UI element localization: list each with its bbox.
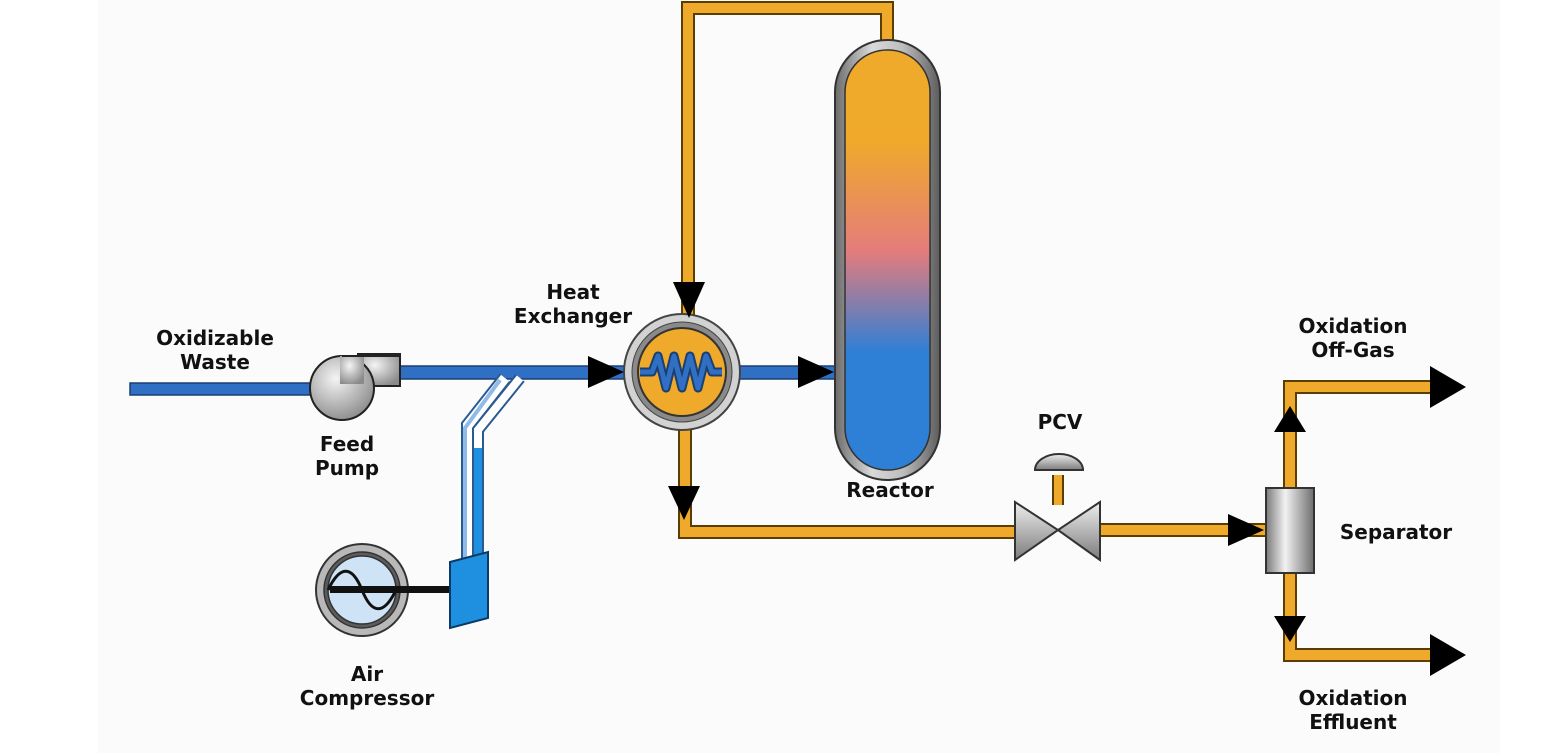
hot-line: [678, 1, 1430, 662]
flow-arrow-icon: [1274, 406, 1306, 432]
label-oxidizable-waste: Oxidizable Waste: [156, 326, 274, 374]
label-reactor: Reactor: [846, 478, 934, 502]
air-compressor: [315, 543, 489, 637]
label-air-compressor: Air Compressor: [299, 662, 435, 710]
flow-arrow-icon: [798, 356, 834, 388]
air-line: [461, 373, 525, 565]
flow-arrow-icon: [1228, 514, 1264, 546]
flow-arrow-icon: [668, 486, 700, 520]
flow-arrow-icon: [673, 282, 705, 318]
flow-arrows: [588, 282, 1466, 676]
label-pcv: PCV: [1037, 410, 1083, 434]
flow-arrow-icon: [1430, 366, 1466, 408]
label-off-gas: Oxidation Off-Gas: [1298, 314, 1408, 362]
flow-arrow-icon: [588, 356, 624, 388]
label-heat-exchanger: Heat Exchanger: [513, 280, 633, 328]
pcv-valve: [1014, 453, 1101, 562]
label-effluent: Oxidation Effluent: [1298, 686, 1408, 734]
reactor-vessel: [834, 39, 941, 481]
flow-arrow-icon: [1274, 616, 1306, 642]
separator: [1265, 487, 1315, 574]
heat-exchanger: [623, 313, 741, 431]
feed-pump: [309, 353, 401, 421]
label-separator: Separator: [1339, 520, 1453, 544]
flow-arrow-icon: [1430, 634, 1466, 676]
label-feed-pump: Feed Pump: [314, 432, 380, 480]
